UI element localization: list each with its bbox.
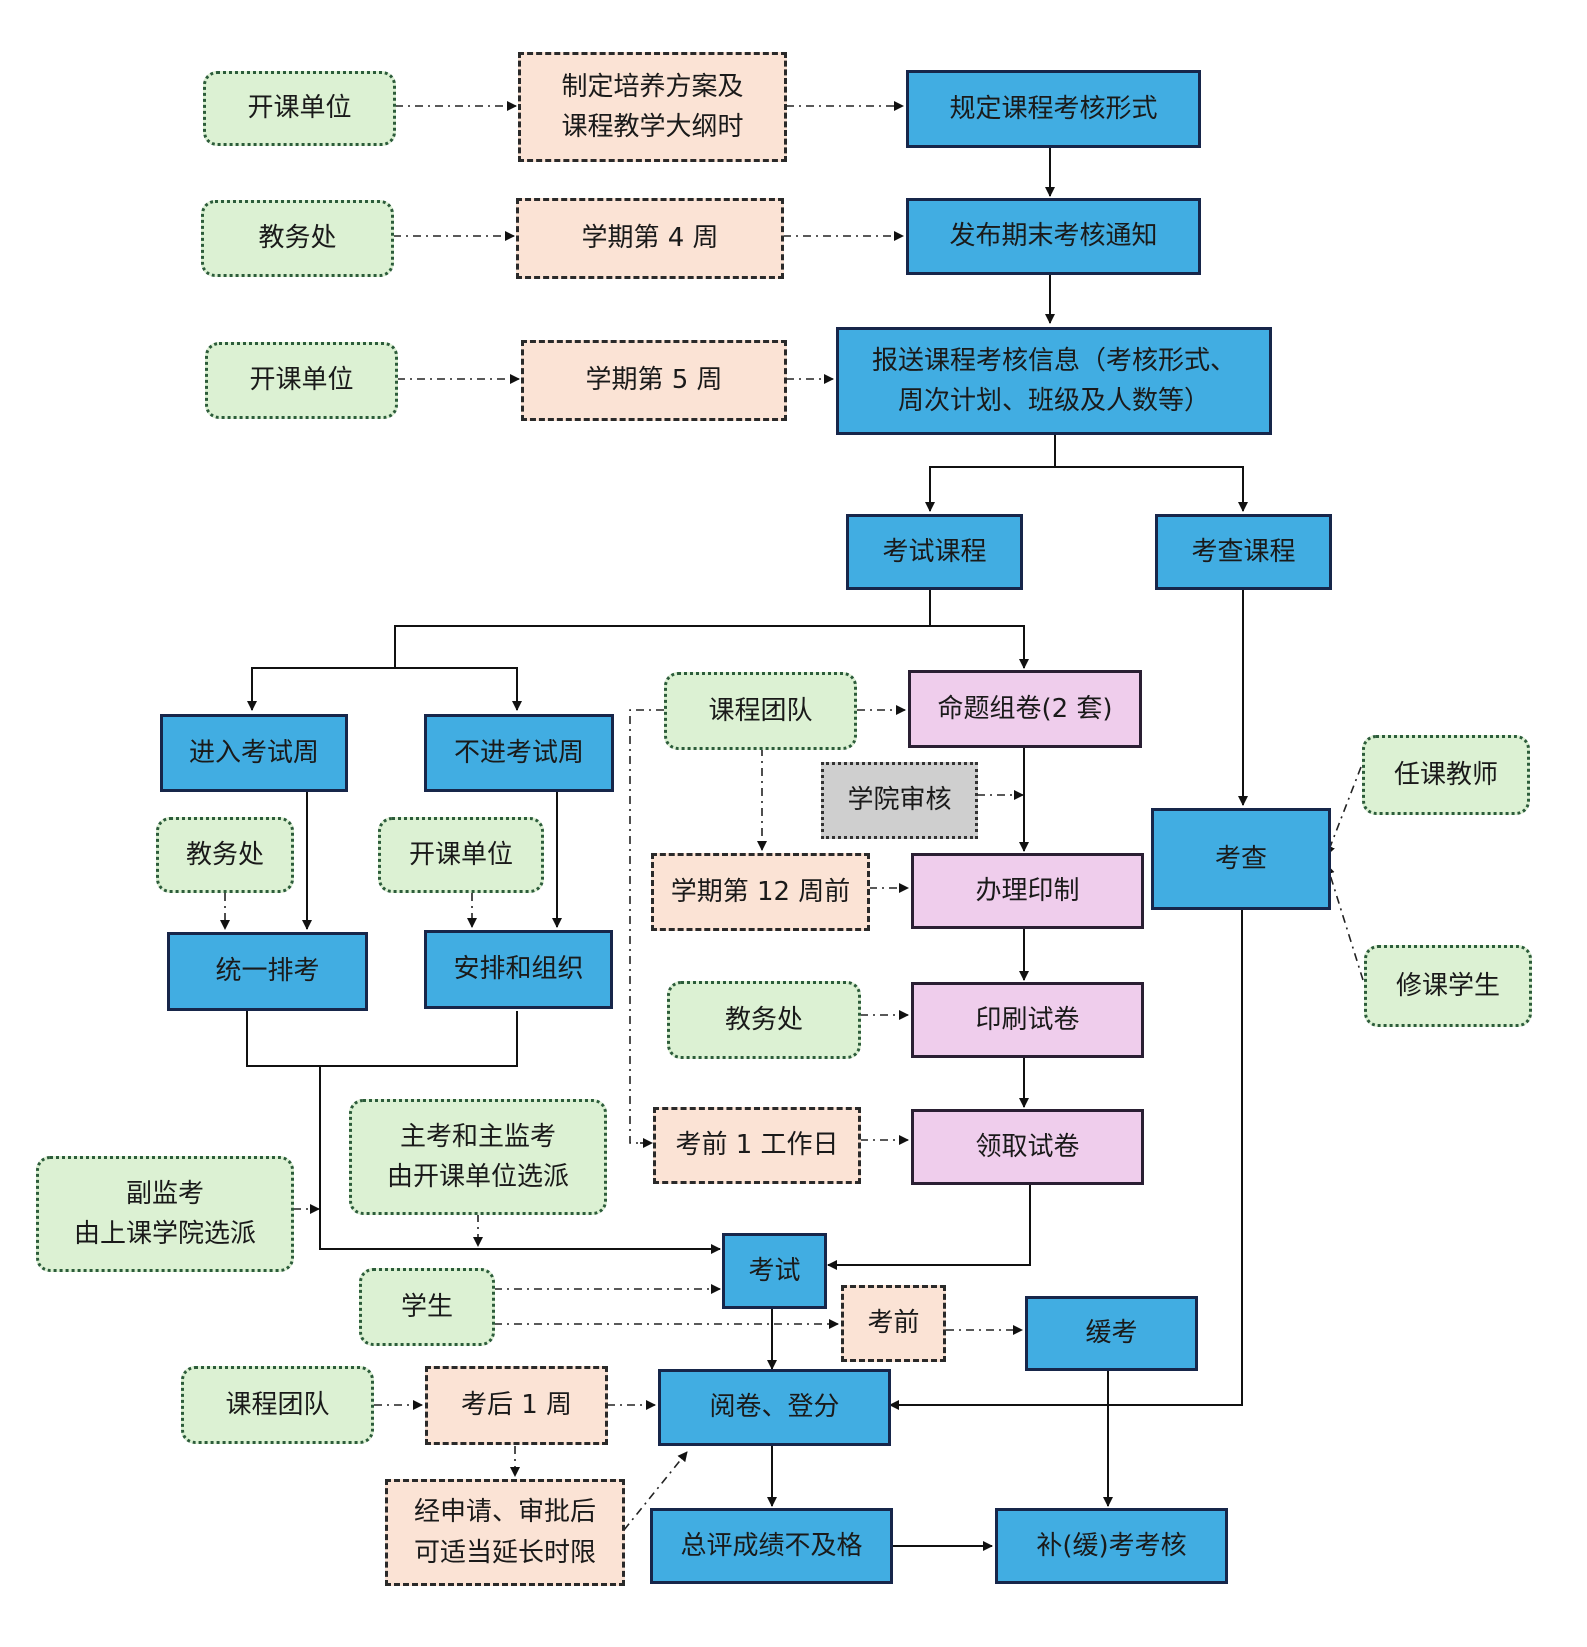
proc-exam: 考试 (722, 1233, 827, 1309)
proc-makeup-exam: 补(缓)考考核 (995, 1508, 1228, 1584)
time-week-5: 学期第 5 周 (521, 340, 787, 421)
time-1-week-after: 考后 1 周 (425, 1366, 608, 1445)
time-before-exam: 考前 (841, 1285, 946, 1362)
arrow-merge-to-exam (246, 1011, 720, 1250)
actor-kaike-unit-1: 开课单位 (203, 71, 396, 146)
prep-print-papers: 印刷试卷 (911, 982, 1144, 1058)
proc-unified-scheduling: 统一排考 (167, 932, 368, 1011)
prep-collect-papers: 领取试卷 (911, 1109, 1144, 1185)
proc-check: 考查 (1151, 808, 1331, 910)
actor-academic-office-3: 教务处 (667, 981, 861, 1059)
actor-deputy-invigilator: 副监考由上课学院选派 (36, 1156, 294, 1272)
time-1-workday-before: 考前 1 工作日 (653, 1107, 861, 1184)
arrow-exam-course-split (251, 590, 1025, 708)
arrow-check-to-grading (889, 910, 1243, 1410)
time-plan-syllabus: 制定培养方案及课程教学大纲时 (518, 52, 787, 162)
proc-submit-assessment-info: 报送课程考核信息（考核形式、周次计划、班级及人数等） (836, 327, 1272, 435)
actor-course-students: 修课学生 (1364, 945, 1532, 1027)
review-college-audit: 学院审核 (821, 762, 978, 839)
actor-course-teacher: 任课教师 (1362, 735, 1530, 815)
proc-grading-recording: 阅卷、登分 (658, 1369, 891, 1446)
proc-check-course: 考查课程 (1155, 514, 1332, 590)
prep-compose-papers: 命题组卷(2 套) (908, 670, 1142, 748)
time-week-4: 学期第 4 周 (516, 198, 784, 279)
actor-course-team-2: 课程团队 (181, 1366, 374, 1444)
actor-student: 学生 (359, 1268, 495, 1346)
proc-enter-exam-week: 进入考试周 (160, 714, 348, 792)
actor-kaike-unit-3: 开课单位 (378, 817, 544, 893)
proc-publish-final-notice: 发布期末考核通知 (906, 198, 1201, 275)
actor-academic-office-1: 教务处 (201, 200, 394, 277)
proc-exam-course: 考试课程 (846, 514, 1023, 590)
proc-not-enter-exam-week: 不进考试周 (424, 714, 614, 792)
proc-deferred-exam: 缓考 (1025, 1296, 1198, 1371)
proc-define-assessment-form: 规定课程考核形式 (906, 70, 1201, 148)
proc-arrange-organize: 安排和组织 (424, 930, 613, 1009)
actor-kaike-unit-2: 开课单位 (205, 342, 398, 419)
arrow-collect-to-exam (827, 1183, 1031, 1270)
arrow-submit-split (929, 435, 1244, 510)
time-extension-approval: 经申请、审批后可适当延长时限 (385, 1479, 625, 1586)
time-before-week-12: 学期第 12 周前 (651, 853, 870, 931)
actor-course-team-1: 课程团队 (664, 672, 857, 750)
proc-overall-fail: 总评成绩不及格 (650, 1508, 893, 1584)
prep-handle-printing: 办理印制 (911, 853, 1144, 929)
actor-chief-examiner: 主考和主监考由开课单位选派 (349, 1099, 607, 1215)
actor-academic-office-2: 教务处 (156, 817, 294, 893)
